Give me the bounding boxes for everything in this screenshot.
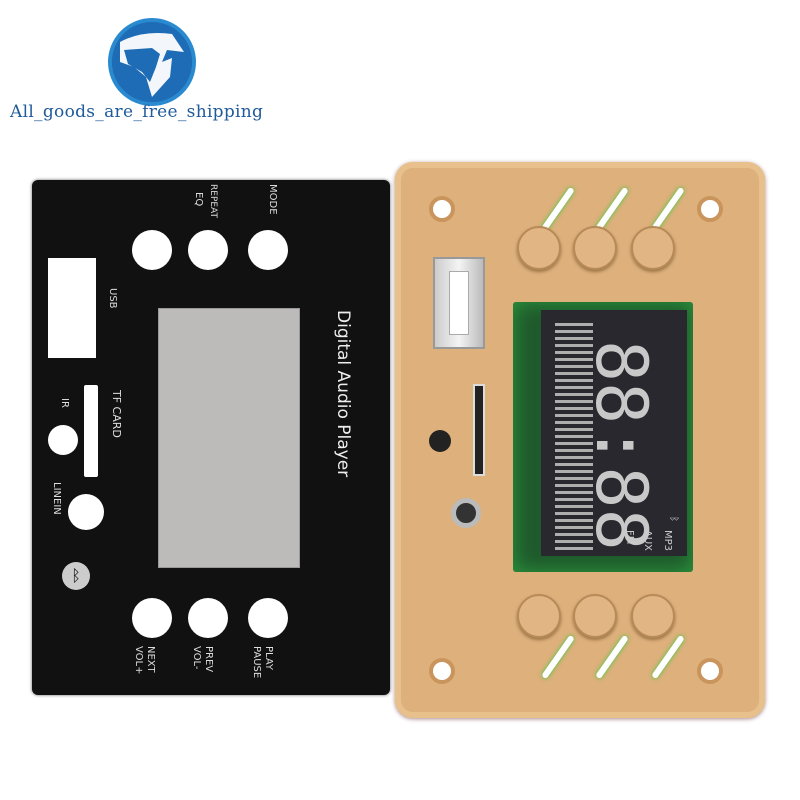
lcd-display: 88:88 ᛒ MP3 AUX FM xyxy=(541,310,687,556)
lcd-bluetooth-icon: ᛒ xyxy=(668,516,679,522)
linein-jack[interactable] xyxy=(451,498,481,528)
bluetooth-icon: ᛒ xyxy=(62,562,90,590)
label-vol-down: VOL- xyxy=(191,646,202,670)
logo-globe-icon xyxy=(108,18,196,106)
eq-button[interactable] xyxy=(517,226,561,270)
label-usb: USB xyxy=(107,288,118,309)
repeat-button[interactable] xyxy=(573,226,617,270)
next-button-hole xyxy=(132,598,172,638)
linein-hole xyxy=(68,494,104,530)
label-eq: EQ xyxy=(193,192,204,207)
lcd-mode-mp3: MP3 xyxy=(662,530,673,552)
panel-title: Digital Audio Player xyxy=(333,310,353,478)
ir-hole xyxy=(48,425,78,455)
mode-button-hole xyxy=(248,230,288,270)
mode-button[interactable] xyxy=(631,226,675,270)
ir-receiver xyxy=(429,430,451,452)
eq-button-hole xyxy=(132,230,172,270)
label-prev: PREV xyxy=(203,646,214,673)
repeat-button-hole xyxy=(188,230,228,270)
label-tf-card: TF CARD xyxy=(110,390,123,438)
mounting-hole xyxy=(697,196,723,222)
label-pause: PAUSE xyxy=(251,646,262,679)
lcd-mode-fm: FM xyxy=(624,530,635,545)
tf-card-slot xyxy=(84,385,98,477)
pcb-board: 88:88 ᛒ MP3 AUX FM xyxy=(395,162,765,718)
label-ir: IR xyxy=(59,398,70,408)
mounting-hole xyxy=(429,196,455,222)
label-vol-up: VOL+ xyxy=(133,646,144,675)
play-button-hole xyxy=(248,598,288,638)
lcd-mode-aux: AUX xyxy=(642,530,653,552)
label-mode: MODE xyxy=(267,184,278,215)
spectrum-bars xyxy=(555,320,593,550)
logo-text: All_goods_are_free_shipping xyxy=(10,102,264,122)
mounting-hole xyxy=(697,658,723,684)
label-play: PLAY xyxy=(263,646,274,671)
mounting-hole xyxy=(429,658,455,684)
lcd-digits: 88:88 xyxy=(580,340,662,551)
label-linein: LINEIN xyxy=(51,482,62,515)
label-repeat: REPEAT xyxy=(208,184,218,219)
display-window xyxy=(158,308,300,568)
play-button[interactable] xyxy=(631,594,675,638)
tf-card-slot[interactable] xyxy=(473,384,485,476)
lcd-board: 88:88 ᛒ MP3 AUX FM xyxy=(513,302,693,572)
prev-button[interactable] xyxy=(573,594,617,638)
usb-cutout xyxy=(48,258,96,358)
front-panel-sticker: EQ REPEAT MODE USB TF CARD IR LINEIN ᛒ D… xyxy=(32,180,390,695)
prev-button-hole xyxy=(188,598,228,638)
label-next: NEXT xyxy=(145,646,156,673)
usb-port[interactable] xyxy=(433,257,485,349)
next-button[interactable] xyxy=(517,594,561,638)
